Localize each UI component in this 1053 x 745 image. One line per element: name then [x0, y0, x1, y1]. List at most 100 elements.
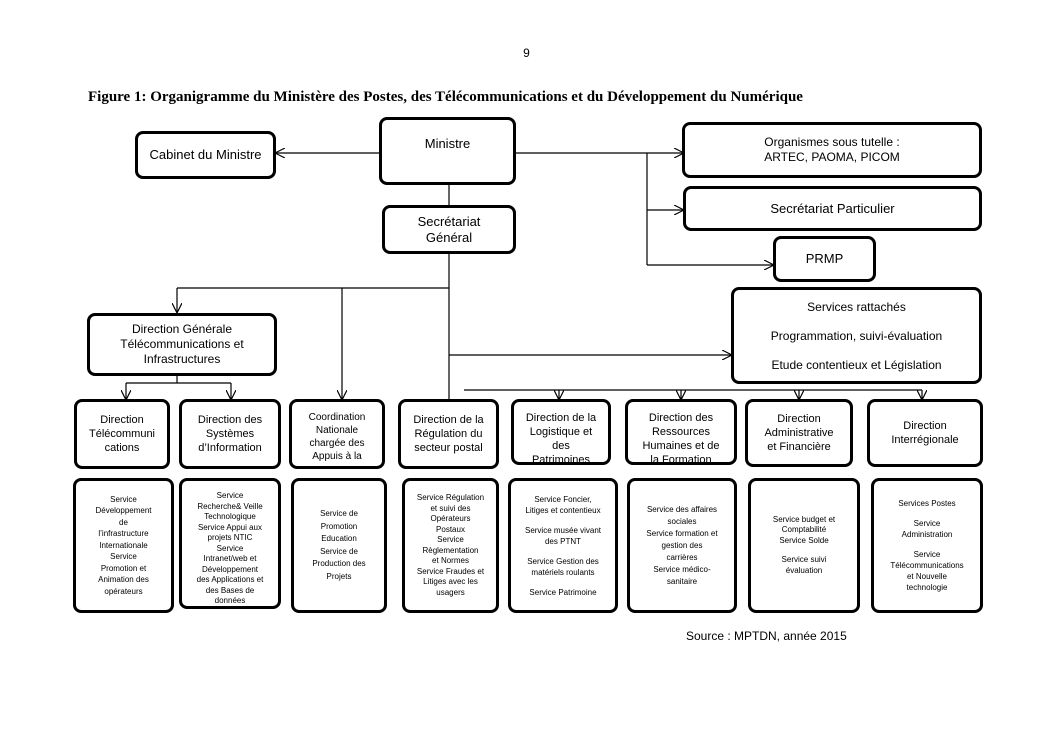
service-line: Promotion: [320, 521, 358, 531]
direction-box-logistique: Direction de la Logistique et des Patrim…: [511, 399, 611, 465]
direction-line: Direction: [100, 414, 144, 426]
service-line: des Applications et: [196, 575, 264, 584]
service-line: Animation des: [98, 575, 149, 585]
dgti-line-1: Direction Générale: [131, 322, 233, 336]
direction-line: Coordination: [308, 412, 366, 423]
direction-line: Appuis à la: [312, 451, 362, 462]
prmp-box: PRMP: [773, 236, 876, 282]
organismes-line-2: ARTEC, PAOMA, PICOM: [764, 150, 900, 164]
service-line: technologie: [906, 583, 948, 592]
service-line: Service musée vivant: [524, 525, 602, 535]
service-line: Règlementation: [422, 545, 479, 555]
direction-box-interregionale: Direction Interrégionale: [867, 399, 983, 467]
services-box-ressources-humaines: Service des affaires sociales Service fo…: [627, 478, 737, 613]
service-line: Service budget et: [772, 514, 836, 524]
sg-line-2: Général: [425, 229, 473, 245]
cabinet-box: Cabinet du Ministre: [135, 131, 276, 179]
service-line: Service Fraudes et: [416, 566, 485, 576]
service-line: des Bases de: [205, 585, 255, 595]
direction-line: Direction de la: [525, 412, 597, 424]
direction-line: Humaines et de: [642, 440, 720, 452]
services-box-systemes-information: Service Recherche& Veille Technologique …: [179, 478, 281, 609]
ministre-label: Ministre: [424, 136, 471, 151]
service-line: évaluation: [785, 565, 823, 575]
services-box-coordination: Service de Promotion Education Service d…: [291, 478, 387, 613]
direction-box-regulation-postal: Direction de la Régulation du secteur po…: [398, 399, 499, 469]
service-line: Service suivi: [781, 555, 827, 565]
source-note: Source : MPTDN, année 2015: [686, 629, 847, 643]
service-line: de: [119, 517, 128, 527]
service-line: données: [214, 596, 246, 605]
service-line: carrières: [666, 552, 698, 562]
direction-line: Direction: [777, 413, 821, 425]
organismes-line-1: Organismes sous tutelle :: [764, 135, 900, 149]
service-line: et Nouvelle: [906, 572, 948, 581]
service-line: Internationale: [99, 540, 148, 550]
sg-line-1: Secrétariat: [417, 213, 481, 229]
ministre-box: Ministre: [379, 117, 516, 185]
service-line: Service Gestion des: [527, 556, 599, 566]
service-line: Service: [110, 552, 137, 562]
service-line: Education: [321, 534, 357, 543]
service-line: Litiges et contentieux: [525, 505, 601, 515]
service-line: Intranet/web et: [203, 554, 257, 563]
service-line: Recherche& Veille: [197, 501, 263, 511]
services-box-administrative-financiere: Service budget et Comptabilité Service S…: [748, 478, 860, 613]
services-rattaches-item: Programmation, suivi-évaluation: [770, 329, 943, 343]
organismes-box: Organismes sous tutelle : ARTEC, PAOMA, …: [682, 122, 982, 178]
direction-line: et Financière: [767, 441, 831, 453]
secretariat-general-box: Secrétariat Général: [382, 205, 516, 254]
service-line: sanitaire: [666, 576, 698, 586]
direction-line: Systèmes: [205, 428, 255, 440]
service-line: l’infrastructure: [98, 529, 149, 539]
secretariat-particulier-box: Secrétariat Particulier: [683, 186, 982, 231]
direction-line: Direction de la: [413, 414, 484, 426]
dgti-box: Direction Générale Télécommunications et…: [87, 313, 277, 376]
direction-box-administrative-financiere: Direction Administrative et Financière: [745, 399, 853, 467]
service-line: Développement: [201, 564, 259, 574]
direction-line: Ressources: [651, 426, 711, 438]
figure-title: Figure 1: Organigramme du Ministère des …: [88, 89, 803, 105]
direction-line: Régulation du: [414, 428, 483, 440]
service-line: Développement: [95, 506, 152, 516]
services-box-telecommunications: Service Développement de l’infrastructur…: [73, 478, 174, 613]
dgti-line-3: Infrastructures: [143, 352, 221, 366]
service-line: matériels roulants: [531, 567, 595, 577]
services-rattaches-box: Services rattachés Programmation, suivi-…: [731, 287, 982, 384]
prmp-label: PRMP: [805, 251, 844, 266]
direction-line: cations: [104, 442, 140, 454]
service-line: et Normes: [432, 556, 469, 565]
service-line: Service de: [320, 509, 358, 518]
service-line: Service Appui aux: [197, 522, 263, 532]
service-line: des PTNT: [544, 536, 581, 546]
service-line: Service médico-: [653, 564, 711, 574]
service-line: projets NTIC: [207, 533, 253, 542]
service-line: Service: [913, 550, 941, 559]
direction-box-ressources-humaines: Direction des Ressources Humaines et de …: [625, 399, 737, 465]
direction-line: Direction: [903, 420, 947, 432]
direction-box-telecommunications: Direction Télécommuni cations: [74, 399, 170, 469]
direction-line: Interrégionale: [891, 434, 959, 446]
service-line: gestion des: [661, 540, 703, 550]
service-line: Service Patrimoine: [529, 587, 597, 597]
service-line: Service des affaires: [646, 504, 718, 514]
direction-line: la Formation: [650, 454, 712, 465]
services-rattaches-item: Etude contentieux et Législation: [771, 358, 942, 372]
service-line: Service: [216, 491, 244, 500]
services-box-regulation-postal: Service Régulation et suivi des Opérateu…: [402, 478, 499, 613]
service-line: Service: [913, 519, 941, 528]
service-line: sociales: [667, 516, 697, 526]
service-line: Service Foncier,: [534, 494, 592, 504]
service-line: Service Régulation: [416, 493, 485, 502]
service-line: Services Postes: [898, 499, 956, 508]
service-line: Administration: [901, 530, 953, 539]
service-line: usagers: [436, 587, 465, 597]
service-line: Promotion et: [100, 563, 147, 573]
services-box-interregionale: Services Postes Service Administration S…: [871, 478, 983, 613]
secretariat-particulier-label: Secrétariat Particulier: [770, 200, 895, 216]
direction-box-systemes-information: Direction des Systèmes d’Information: [179, 399, 281, 469]
service-line: Litiges avec les: [423, 577, 478, 586]
direction-line: Nationale: [315, 425, 359, 436]
page-number: 9: [523, 46, 530, 60]
